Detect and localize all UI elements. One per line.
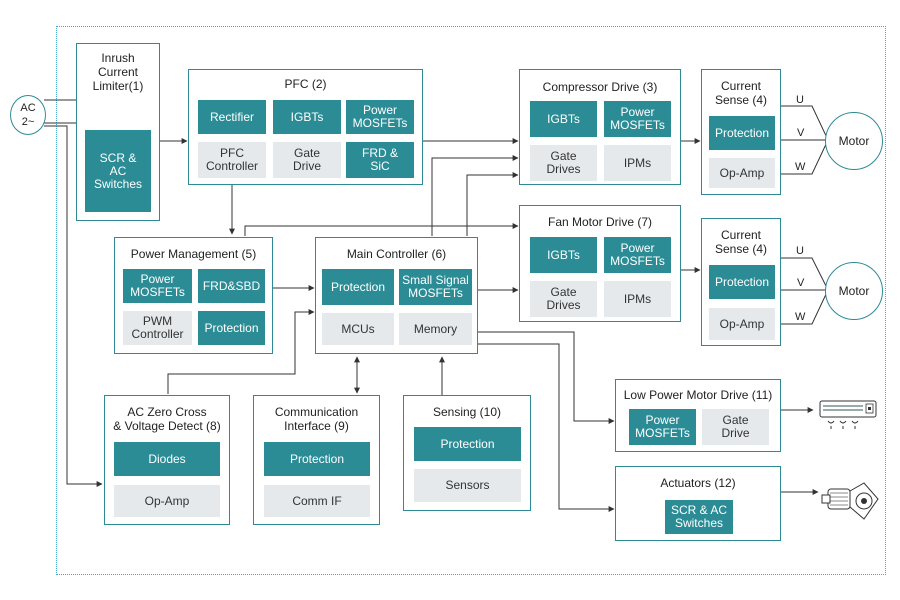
phase-u-top [781,105,829,141]
low-power-title: Low Power Motor Drive (11) [623,388,773,402]
current-sense-bottom-block: Current Sense (4) Protection Op-Amp [701,218,781,346]
actuators-title: Actuators (12) [660,476,736,490]
main-title: Main Controller (6) [346,247,447,261]
fan-ipms: IPMs [604,281,671,317]
comm-protection: Protection [264,442,370,476]
power-mgmt-pwm-controller: PWM Controller [123,311,192,345]
fan-unit-icon [819,400,877,429]
compressor-power-mosfets: Power MOSFETs [604,101,671,137]
sensing-title: Sensing (10) [432,405,502,419]
inrush-title: Inrush Current Limiter(1) [92,51,144,93]
motor-bottom: Motor [825,262,883,320]
compressor-title: Compressor Drive (3) [542,80,658,94]
current-sense-bottom-op-amp: Op-Amp [709,308,775,340]
sensing-sensors: Sensors [414,469,521,502]
pfc-power-mosfets: Power MOSFETs [346,100,414,134]
actuators-scr-switches: SCR & AC Switches [665,500,733,534]
main-protection: Protection [322,269,394,305]
current-sense-top-protection: Protection [709,116,775,150]
actuators-block: Actuators (12) SCR & AC Switches [615,466,781,541]
sensing-protection: Protection [414,427,521,461]
phase-u-bottom [781,257,829,291]
compressor-drive-block: Compressor Drive (3) IGBTs Power MOSFETs… [519,69,681,185]
wire-ac-zerocross [44,125,103,487]
fan-gate-drives: Gate Drives [530,281,597,317]
phase-u-label-top: U [796,94,804,106]
power-mgmt-title: Power Management (5) [130,247,257,261]
main-small-signal-mosfets: Small Signal MOSFETs [399,269,472,305]
current-sense-top-title: Current Sense (4) [714,79,768,107]
main-controller-block: Main Controller (6) Protection Small Sig… [315,237,478,354]
ac-zero-diodes: Diodes [114,442,220,476]
phase-w-top [781,139,829,175]
ac-zero-cross-block: AC Zero Cross & Voltage Detect (8) Diode… [104,395,230,525]
power-mgmt-frd-sbd: FRD&SBD [198,269,265,303]
compressor-gate-drives: Gate Drives [530,145,597,181]
wire-main-lowpower [478,331,615,424]
comm-title: Communication Interface (9) [274,405,359,433]
phase-w-bottom [781,289,829,325]
actuator-valve-icon [821,482,879,520]
main-memory: Memory [399,313,472,345]
pfc-gate-drive: Gate Drive [273,142,341,178]
current-sense-top-op-amp: Op-Amp [709,158,775,188]
low-power-power-mosfets: Power MOSFETs [629,409,696,445]
fan-power-mosfets: Power MOSFETs [604,237,671,273]
wire-main-compressor [431,155,519,236]
comm-if: Comm IF [264,485,370,517]
main-mcus: MCUs [322,313,394,345]
ac-zero-title: AC Zero Cross & Voltage Detect (8) [113,405,221,433]
fan-title: Fan Motor Drive (7) [547,215,653,229]
phase-v-label-bottom: V [797,277,805,289]
phase-w-label-bottom: W [795,311,806,323]
current-sense-bottom-title: Current Sense (4) [714,228,768,256]
pfc-title: PFC (2) [284,77,327,91]
phase-u-label-bottom: U [796,245,804,257]
pfc-rectifier: Rectifier [198,100,266,134]
communication-interface-block: Communication Interface (9) Protection C… [253,395,380,525]
low-power-gate-drive: Gate Drive [702,409,769,445]
phase-w-label-top: W [795,161,806,173]
fan-igbts: IGBTs [530,237,597,273]
wire-zerocross-main [167,309,315,394]
compressor-ipms: IPMs [604,145,671,181]
fan-motor-drive-block: Fan Motor Drive (7) IGBTs Power MOSFETs … [519,205,681,322]
ac-source: AC 2~ [10,95,46,135]
wire-powermgmt-fan [244,223,519,236]
power-mgmt-power-mosfets: Power MOSFETs [123,269,192,303]
inrush-scr-switches: SCR & AC Switches [85,130,151,212]
power-mgmt-protection: Protection [198,311,265,345]
wire-main-actuators [478,343,615,512]
current-sense-top-block: Current Sense (4) Protection Op-Amp [701,69,781,195]
pfc-igbts: IGBTs [273,100,341,134]
low-power-motor-drive-block: Low Power Motor Drive (11) Power MOSFETs… [615,379,781,452]
compressor-igbts: IGBTs [530,101,597,137]
pfc-block: PFC (2) Rectifier IGBTs Power MOSFETs PF… [188,69,423,185]
phase-v-label-top: V [797,127,805,139]
sensing-block: Sensing (10) Protection Sensors [403,395,531,511]
wire-main-compressor-2 [466,172,519,236]
system-boundary [56,26,886,575]
current-sense-bottom-protection: Protection [709,265,775,299]
inrush-current-limiter: Inrush Current Limiter(1) SCR & AC Switc… [76,43,160,221]
ac-zero-op-amp: Op-Amp [114,485,220,517]
power-management-block: Power Management (5) Power MOSFETs FRD&S… [114,237,273,354]
motor-top: Motor [825,112,883,170]
pfc-frd-sic: FRD & SiC [346,142,414,178]
pfc-controller: PFC Controller [198,142,266,178]
